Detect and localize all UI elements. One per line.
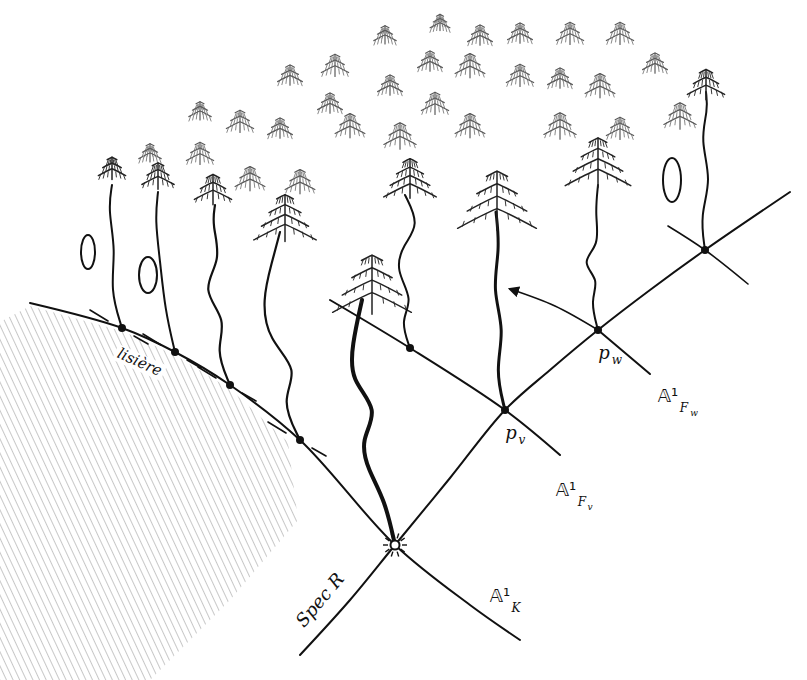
point xyxy=(171,348,179,356)
tree-trunk xyxy=(399,195,415,348)
pine-crown xyxy=(606,22,633,44)
fibre-tick xyxy=(268,422,286,433)
loop xyxy=(663,158,681,202)
spec-r-curve xyxy=(300,192,790,655)
fibre-line xyxy=(668,226,748,284)
loop xyxy=(139,257,157,293)
point xyxy=(226,381,234,389)
pine-crown xyxy=(455,114,485,138)
pine-crown xyxy=(285,170,315,194)
pine-crown xyxy=(378,75,403,96)
pine-crown xyxy=(335,114,365,138)
pine-crown xyxy=(643,53,668,74)
point xyxy=(296,436,304,444)
pine-crown xyxy=(189,102,211,121)
pine-crown xyxy=(606,117,633,139)
pine-crown xyxy=(142,163,174,189)
shaded-region xyxy=(0,306,298,680)
math-label: p xyxy=(598,344,610,362)
tree-trunk xyxy=(702,92,708,250)
pine-crown xyxy=(384,123,416,149)
pine-crown xyxy=(384,159,436,198)
math-label: p xyxy=(505,424,517,442)
pine-crown xyxy=(506,64,533,86)
tree-trunk xyxy=(156,192,175,352)
fibre-tick xyxy=(242,393,256,401)
pine-crown xyxy=(98,157,125,179)
math-label: F xyxy=(680,402,688,414)
math-label: v xyxy=(519,434,526,446)
math-label: v xyxy=(587,503,592,512)
pine-crown xyxy=(556,22,583,44)
pine-crown xyxy=(508,23,533,44)
fibre-tick xyxy=(198,367,216,378)
pine-crown xyxy=(687,70,724,100)
point xyxy=(406,344,414,352)
fibre-tick xyxy=(312,448,326,456)
tree-trunk xyxy=(495,212,505,410)
curve-label: Spec R xyxy=(293,570,348,631)
pine-crown xyxy=(268,118,293,139)
math-label: K xyxy=(512,602,521,614)
pine-crown xyxy=(278,65,303,86)
point xyxy=(594,326,602,334)
pine-crown xyxy=(468,25,493,46)
edge-curve xyxy=(30,303,520,640)
fibre-tick xyxy=(134,336,148,344)
pine-crown xyxy=(186,142,213,164)
pine-crown xyxy=(544,113,576,139)
point xyxy=(118,324,126,332)
pine-crown xyxy=(458,171,537,230)
pine-crown xyxy=(418,51,443,72)
point xyxy=(701,246,709,254)
tree-trunk xyxy=(352,300,395,545)
tree-trunk xyxy=(587,185,598,330)
pine-crown xyxy=(254,195,316,242)
pine-crown xyxy=(430,14,450,32)
pine-crown xyxy=(235,167,265,191)
point xyxy=(501,406,509,414)
math-label: 𝔸¹ xyxy=(490,587,511,605)
tree-trunk xyxy=(265,232,300,440)
pine-crown xyxy=(421,92,448,114)
tree-trunk xyxy=(208,205,230,385)
pine-crown xyxy=(585,74,615,98)
loop xyxy=(81,235,95,269)
math-label: F xyxy=(578,496,586,508)
pine-crown xyxy=(318,93,343,114)
section-arrow xyxy=(510,289,598,330)
fibre-line xyxy=(598,330,650,374)
pine-crown xyxy=(374,26,396,45)
pine-crown xyxy=(194,175,231,205)
math-label: 𝔸¹ xyxy=(556,481,577,499)
pine-crown xyxy=(548,68,573,89)
pine-crown xyxy=(664,103,696,129)
pine-crown xyxy=(455,54,485,78)
fibre-tick xyxy=(90,310,108,321)
math-label: w xyxy=(612,354,622,366)
tree-trunk xyxy=(110,185,122,328)
pine-crown xyxy=(226,110,253,132)
fibre-tick xyxy=(143,334,161,345)
pine-crown xyxy=(321,54,348,76)
generic-point xyxy=(383,534,407,557)
pine-crown xyxy=(565,138,631,187)
math-label: 𝔸¹ xyxy=(658,387,679,405)
math-label: w xyxy=(690,409,698,418)
fibre-line xyxy=(330,300,560,455)
pine-crown xyxy=(139,144,161,163)
